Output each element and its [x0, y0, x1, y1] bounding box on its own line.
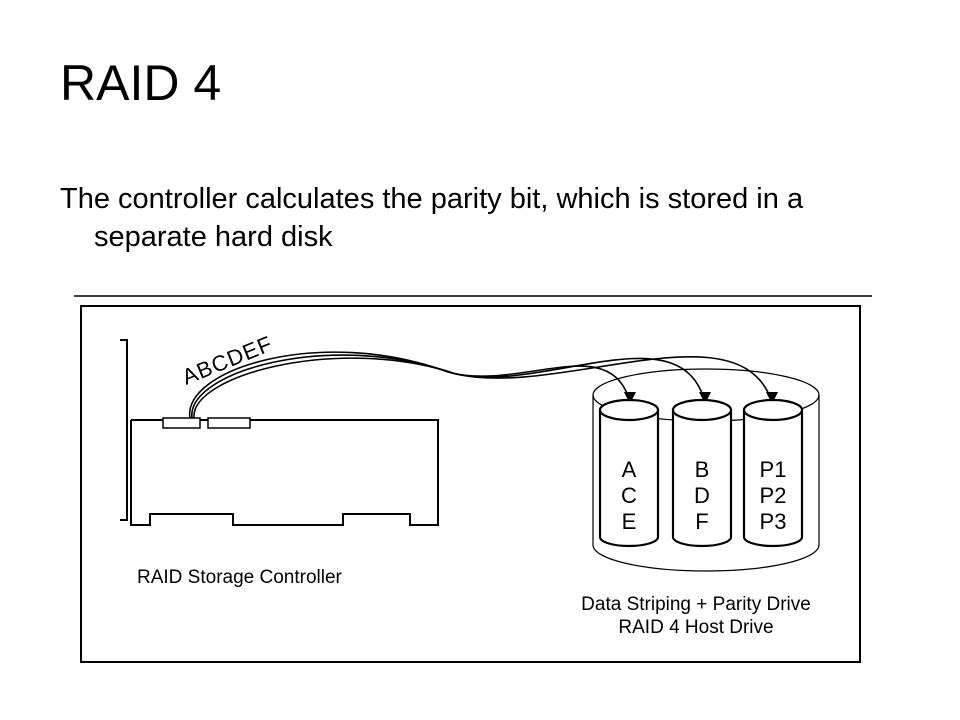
bullet-text: The controller calculates the parity bit…	[60, 183, 804, 253]
host-drive-caption-line-1: Data Striping + Parity Drive	[581, 594, 811, 615]
parity-disk-block-3: P3	[760, 509, 787, 534]
parity-disk-block-2: P2	[760, 483, 787, 508]
disk-1: A C E	[598, 398, 660, 548]
disk-2: B D F	[671, 398, 733, 548]
controller-port-2	[207, 417, 251, 429]
disk-2-block-3: F	[695, 509, 708, 534]
controller-port-1	[162, 417, 201, 429]
controller-bracket	[120, 339, 128, 521]
cable-to-parity-disk	[193, 356, 773, 419]
disk-2-block-1: B	[695, 457, 710, 482]
arrow-disk-1	[624, 392, 636, 404]
slide-title: RAID 4	[60, 55, 222, 111]
disk-1-block-3: E	[622, 509, 637, 534]
parity-disk: P1 P2 P3	[742, 398, 804, 548]
controller-label: RAID Storage Controller	[137, 567, 343, 588]
arrow-disk-2	[699, 392, 711, 404]
host-drive-bottom	[592, 544, 820, 572]
disk-1-block-1: A	[622, 457, 637, 482]
parity-disk-block-1: P1	[760, 457, 787, 482]
disk-2-block-2: D	[694, 483, 710, 508]
arrow-parity-disk	[766, 392, 778, 404]
raid4-diagram: A B C D E F A C E B D F P1 P2 P3	[70, 290, 880, 670]
controller-board	[130, 419, 439, 526]
host-drive-caption-line-2: RAID 4 Host Drive	[618, 617, 773, 638]
disk-1-block-2: C	[621, 483, 637, 508]
